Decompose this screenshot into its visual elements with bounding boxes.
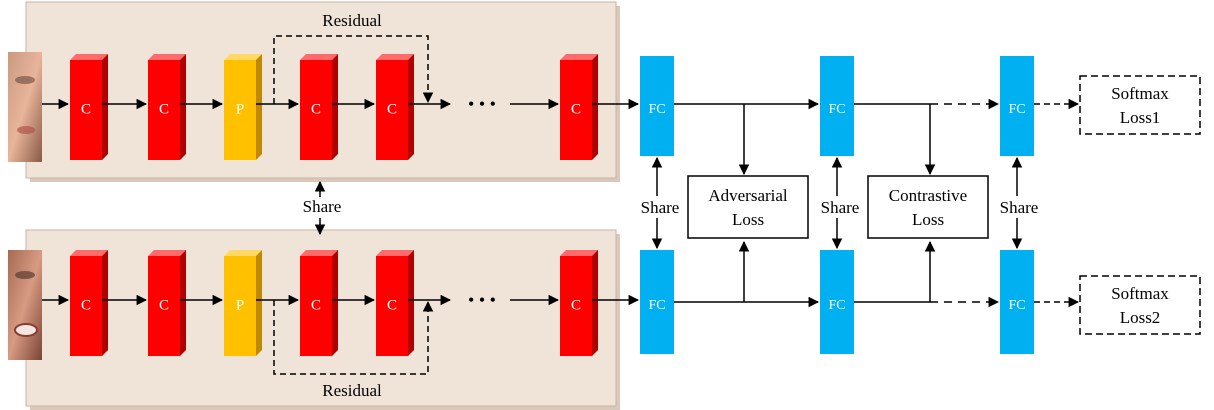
- softmax-loss1-line2: Loss1: [1120, 108, 1161, 127]
- bottom-pool-block: P: [224, 250, 262, 356]
- bottom-fc-2-label: FC: [828, 298, 845, 313]
- bottom-block-1: C: [70, 250, 108, 356]
- bottom-residual-connection: [273, 300, 434, 375]
- bottom-fc-1: FC: [640, 250, 674, 354]
- top-block-1: C: [70, 54, 108, 160]
- bottom-block-5: C: [376, 250, 414, 356]
- fc2-share-label: Share: [821, 198, 860, 217]
- top-block-2-label: C: [159, 101, 169, 117]
- top-fc-1: FC: [640, 56, 674, 156]
- bottom-ellipsis: • • •: [468, 290, 496, 310]
- bottom-block-4: C: [300, 250, 338, 356]
- bottom-fc-1-label: FC: [648, 298, 665, 313]
- bottom-block-last-label: C: [571, 297, 581, 313]
- softmax-loss2-box: Softmax Loss2: [1079, 275, 1201, 335]
- bottom-block-1-label: C: [81, 297, 91, 313]
- softmax-loss2-line1: Softmax: [1111, 284, 1169, 303]
- top-fc-1-label: FC: [648, 102, 665, 117]
- top-fc-2: FC: [820, 56, 854, 156]
- conv-share-label: Share: [303, 197, 342, 216]
- bottom-fc-2: FC: [820, 250, 854, 354]
- contrastive-loss-line1: Contrastive: [889, 186, 967, 205]
- softmax-loss1-box: Softmax Loss1: [1079, 75, 1201, 135]
- top-block-2: C: [148, 54, 186, 160]
- bottom-block-4-label: C: [311, 297, 321, 313]
- top-block-4: C: [300, 54, 338, 160]
- top-block-last-label: C: [571, 101, 581, 117]
- top-residual-connection: [273, 35, 434, 104]
- top-ellipsis: • • •: [468, 94, 496, 114]
- top-fc-connections: [674, 98, 1080, 176]
- bottom-block-2: C: [148, 250, 186, 356]
- bottom-fc-3-label: FC: [1008, 298, 1025, 313]
- top-fc-3: FC: [1000, 56, 1034, 156]
- fc3-share-label: Share: [1000, 198, 1039, 217]
- fc-share-arrows: [651, 156, 1023, 250]
- top-block-last: C: [560, 54, 598, 160]
- top-block-5: C: [376, 54, 414, 160]
- fc1-share-label: Share: [641, 198, 680, 217]
- softmax-loss1-line1: Softmax: [1111, 84, 1169, 103]
- bottom-block-2-label: C: [159, 297, 169, 313]
- face-image-bottom: [8, 250, 42, 360]
- bottom-pool-label: P: [236, 297, 244, 313]
- adversarial-loss-line1: Adversarial: [708, 186, 788, 205]
- softmax-loss2-line2: Loss2: [1120, 308, 1161, 327]
- contrastive-loss-line2: Loss: [912, 210, 944, 229]
- bottom-fc-connections: [674, 240, 1080, 308]
- adversarial-loss-box: Adversarial Loss: [687, 175, 809, 239]
- top-residual-label: Residual: [322, 11, 382, 30]
- bottom-fc-3: FC: [1000, 250, 1034, 354]
- adversarial-loss-line2: Loss: [732, 210, 764, 229]
- bottom-block-last: C: [560, 250, 598, 356]
- top-fc-2-label: FC: [828, 102, 845, 117]
- top-block-4-label: C: [311, 101, 321, 117]
- contrastive-loss-box: Contrastive Loss: [867, 175, 989, 239]
- top-block-5-label: C: [387, 101, 397, 117]
- bottom-residual-label: Residual: [322, 381, 382, 400]
- bottom-block-5-label: C: [387, 297, 397, 313]
- face-image-top: [8, 52, 42, 162]
- top-pool-block: P: [224, 54, 262, 160]
- top-fc-3-label: FC: [1008, 102, 1025, 117]
- top-pool-label: P: [236, 101, 244, 117]
- top-block-1-label: C: [81, 101, 91, 117]
